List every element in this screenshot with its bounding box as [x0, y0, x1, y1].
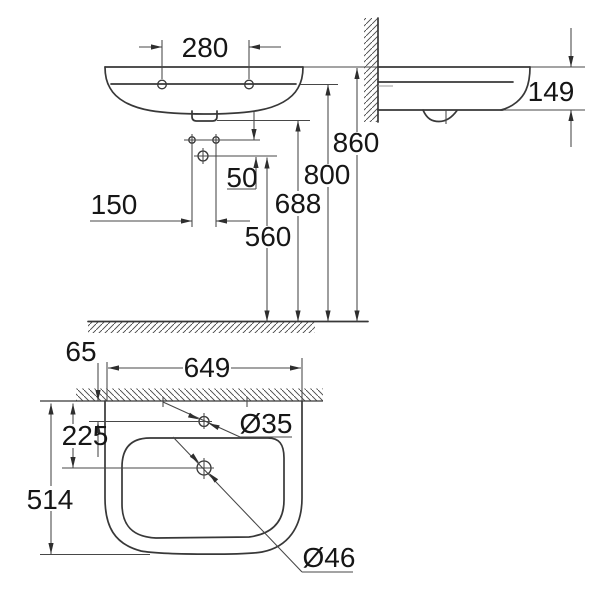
dim-649: 649 — [106, 352, 303, 401]
dim-225-label: 225 — [62, 420, 109, 451]
dim-150: 150 — [90, 189, 250, 224]
dim-65: 65 — [65, 336, 101, 457]
dim-560: 560 — [245, 157, 292, 322]
fixing-hole-right — [244, 79, 254, 90]
dim-149: 149 — [528, 28, 575, 147]
side-view: 149 — [364, 17, 585, 147]
dim-149-label: 149 — [528, 76, 575, 107]
basin-outline-front — [104, 66, 304, 115]
installation-height-dims: 560 688 800 860 — [87, 68, 380, 333]
dim-649-label: 649 — [184, 352, 231, 383]
dim-46-label: Ø46 — [303, 542, 356, 573]
dim-514: 514 — [27, 403, 150, 556]
fixing-hole-left — [157, 79, 167, 90]
top-view: 649 65 225 514 — [27, 336, 356, 573]
dim-280-label: 280 — [182, 32, 229, 63]
basin-front-profile — [500, 66, 531, 111]
wall-hatch-top — [76, 388, 323, 401]
dim-50-label: 50 — [226, 162, 257, 193]
floor-hatch — [88, 322, 315, 333]
dim-800: 800 — [304, 84, 351, 322]
dim-225: 225 — [62, 403, 109, 468]
dim-560-label: 560 — [245, 221, 292, 252]
dim-150-label: 150 — [91, 189, 138, 220]
front-view: 280 50 150 — [90, 32, 585, 227]
dim-280: 280 — [139, 32, 281, 79]
dim-diameter-35: Ø35 — [162, 401, 293, 439]
basin-outline-top — [104, 400, 303, 555]
dim-688-label: 688 — [275, 188, 322, 219]
dim-50: 50 — [226, 112, 259, 193]
dim-diameter-46: Ø46 — [172, 436, 356, 573]
mounting-hole-cluster — [184, 134, 277, 227]
drain-boss-side — [422, 109, 458, 123]
dim-65-label: 65 — [65, 336, 96, 367]
dim-688: 688 — [275, 120, 322, 322]
dim-860: 860 — [333, 68, 380, 322]
bowl-outline-top — [121, 437, 285, 539]
dim-860-label: 860 — [333, 127, 380, 158]
drain-boss-front — [191, 110, 218, 122]
dim-800-label: 800 — [304, 159, 351, 190]
dim-514-label: 514 — [27, 484, 74, 515]
dim-35-label: Ø35 — [240, 408, 293, 439]
wall-hatch-side — [364, 18, 378, 122]
